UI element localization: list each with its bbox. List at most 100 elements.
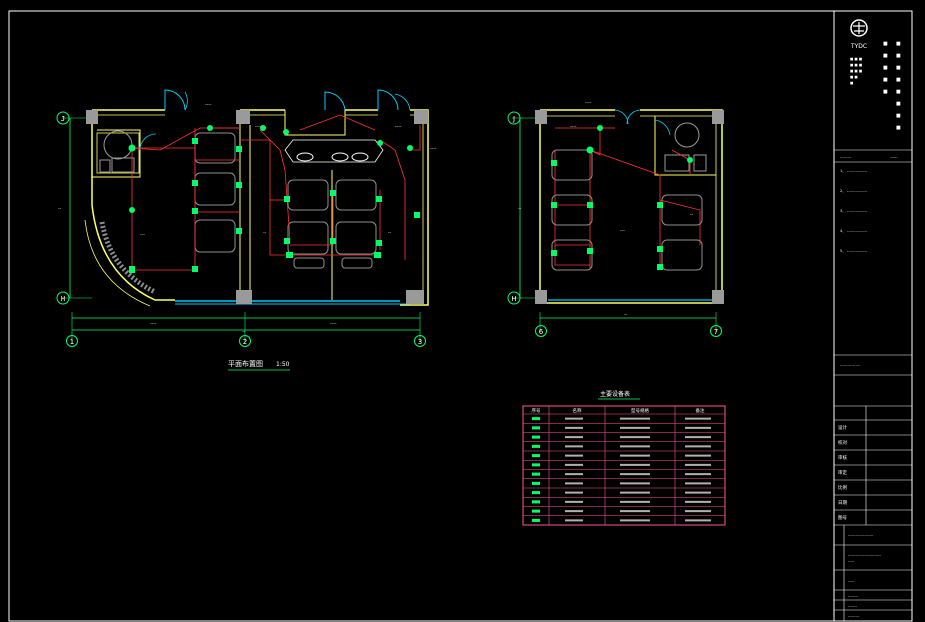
plan-left-caption: 平面布置图 — [228, 359, 263, 368]
legend-cell-text — [565, 482, 583, 485]
svg-text:--: -- — [518, 207, 522, 212]
design-note: 5、 ---------------- — [840, 249, 868, 253]
svg-text:------: ------ — [890, 155, 898, 159]
axis-label-6: 6 — [539, 328, 544, 336]
axis-bubble-7 — [710, 325, 722, 337]
axis-label-1: 1 — [70, 338, 74, 346]
svg-text:■: ■ — [896, 125, 901, 131]
svg-text:■: ■ — [896, 41, 901, 47]
title-row-label: 设计 — [838, 424, 847, 431]
grid-bubble-h-right — [507, 291, 521, 305]
svg-text:■: ■ — [883, 53, 888, 59]
legend-cell-text — [565, 510, 583, 513]
legend-symbol — [532, 463, 540, 467]
plan-left: J H 1 2 3 — [56, 89, 437, 371]
axis-label-7: 7 — [714, 328, 718, 336]
legend-cell-text — [565, 500, 583, 503]
company-logo-icon — [850, 19, 868, 37]
legend-cell-text — [685, 500, 711, 503]
legend-cell-text — [620, 491, 650, 494]
svg-text:■: ■ — [850, 81, 853, 85]
legend-header-note: 备注 — [696, 407, 705, 414]
svg-text:■: ■ — [883, 89, 888, 95]
svg-text:-------: ------- — [848, 604, 858, 608]
axis-bubble-1 — [66, 335, 78, 347]
plan-left-scale: 1:50 — [276, 361, 290, 368]
plan-right: J H 6 7 — [507, 101, 724, 337]
legend-header-no: 序号 — [532, 407, 541, 414]
svg-text:----: ---- — [430, 147, 437, 152]
grid-h-label-right: H — [511, 295, 516, 303]
svg-text:--: -- — [690, 213, 694, 218]
axis-label-2: 2 — [243, 338, 247, 346]
svg-text:----: ---- — [205, 103, 212, 108]
svg-text:----: ---- — [570, 125, 577, 130]
legend-cell-text — [565, 463, 583, 466]
legend-cell-text — [685, 510, 711, 513]
title-row-label: 审定 — [838, 469, 847, 476]
svg-text:■ ■ ■: ■ ■ ■ — [850, 57, 862, 61]
legend-symbol — [532, 500, 540, 504]
svg-text:■: ■ — [896, 77, 901, 83]
svg-text:■: ■ — [896, 113, 901, 119]
svg-text:--: -- — [263, 231, 267, 236]
title-block: TYDC ■ ■ ■ ■ ■ ■ ■ ■ ■ ■ ■ ■ ■■■■■ ■■■■■… — [834, 19, 912, 621]
svg-text:--: -- — [58, 207, 62, 212]
legend-cell-text — [620, 500, 650, 503]
svg-text:■: ■ — [896, 65, 901, 71]
design-note: 4、 ---------------- — [840, 229, 868, 233]
legend-cell-text — [620, 454, 650, 457]
legend-cell-text — [685, 436, 711, 439]
svg-text:■ ■: ■ ■ — [850, 75, 858, 79]
legend-cell-text — [685, 454, 711, 457]
legend-symbol — [532, 509, 540, 513]
svg-text:------------ ---: ------------ --- — [840, 363, 861, 367]
design-note: 2、 ---------------- — [840, 189, 868, 193]
legend-symbol — [532, 518, 540, 522]
svg-text:----: ---- — [330, 322, 337, 327]
svg-text:■ ■ ■: ■ ■ ■ — [850, 69, 862, 73]
svg-text:----: ---- — [255, 125, 262, 130]
legend-cell-text — [685, 473, 711, 476]
legend-cell-text — [620, 473, 650, 476]
legend-cell-text — [685, 417, 711, 420]
legend-cell-text — [685, 491, 711, 494]
legend-symbol — [532, 454, 540, 458]
legend-header-name: 名称 — [573, 407, 582, 414]
svg-text:--: -- — [242, 330, 246, 335]
legend-cell-text — [620, 510, 650, 513]
svg-text:---: --- — [620, 229, 625, 234]
svg-text:-----: ----- — [848, 559, 855, 563]
grid-bubble-h-left — [56, 291, 70, 305]
legend-cell-text — [565, 473, 583, 476]
legend-cell-text — [620, 519, 650, 522]
title-row-label: 审核 — [838, 454, 847, 461]
svg-text:--: -- — [624, 313, 628, 318]
design-note: 3、 ---------------- — [840, 209, 868, 213]
svg-text:--------------------: -------------------- — [848, 533, 874, 537]
svg-text:■: ■ — [896, 101, 901, 107]
legend-symbol — [532, 444, 540, 448]
legend-symbol — [532, 426, 540, 430]
legend-header-spec: 型号规格 — [631, 407, 649, 414]
svg-text:■: ■ — [896, 53, 901, 59]
legend-symbol — [532, 491, 540, 495]
legend-cell-text — [565, 519, 583, 522]
svg-text:--------------------------: -------------------------- — [848, 553, 882, 557]
legend-symbol — [532, 472, 540, 476]
svg-text:■: ■ — [883, 77, 888, 83]
legend-table: 主要设备表 序号 名称 型号规格 备注 — [522, 390, 726, 526]
svg-text:■: ■ — [883, 65, 888, 71]
legend-cell-text — [620, 445, 650, 448]
legend-title: 主要设备表 — [600, 390, 630, 398]
grid-j-label-left: J — [61, 115, 65, 123]
legend-cell-text — [620, 436, 650, 439]
legend-cell-text — [685, 445, 711, 448]
title-row-label: 比例 — [838, 484, 847, 491]
svg-text:■: ■ — [883, 41, 888, 47]
legend-cell-text — [565, 445, 583, 448]
legend-cell-text — [685, 426, 711, 429]
title-row-label: 图号 — [838, 515, 847, 521]
grid-bubble-j-left — [56, 111, 70, 125]
